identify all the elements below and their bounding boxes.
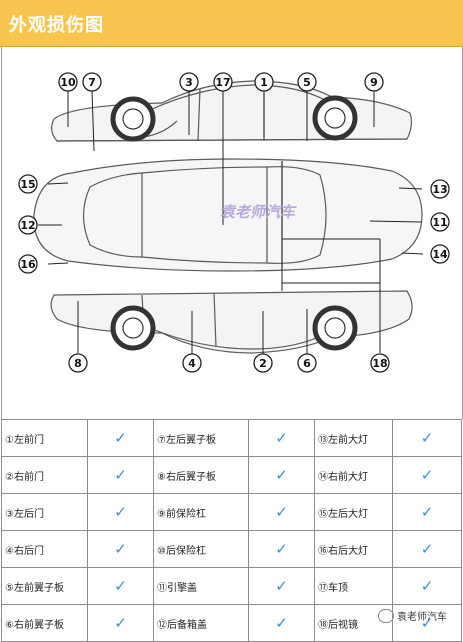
svg-text:13: 13 <box>432 183 447 196</box>
car-damage-diagram: 袁老师汽车 10 7 3 17 1 5 9 15 12 16 13 11 14 … <box>1 47 463 419</box>
checkmark-icon[interactable]: ✓ <box>248 419 315 457</box>
svg-text:7: 7 <box>88 76 96 89</box>
table-row: ③左后门 ✓ ⑨前保险杠 ✓ ⑮左后大灯 ✓ <box>1 493 462 531</box>
svg-text:3: 3 <box>185 76 193 89</box>
page-title: 外观损伤图 <box>9 15 104 36</box>
part-label: ⑥右前翼子板 <box>1 604 88 642</box>
checkmark-icon[interactable]: ✓ <box>87 493 154 531</box>
checkmark-icon[interactable]: ✓ <box>248 456 315 494</box>
callout-3: 3 <box>179 72 199 92</box>
callout-18: 18 <box>370 353 390 373</box>
part-label: ⑨前保险杠 <box>153 493 249 531</box>
damage-checklist-table: ①左前门 ✓ ⑦左后翼子板 ✓ ⑬左前大灯 ✓ ②右前门 ✓ ⑧右后翼子板 ✓ … <box>1 419 462 642</box>
part-label: ⑮左后大灯 <box>314 493 393 531</box>
part-label: ④右后门 <box>1 530 88 568</box>
callout-15: 15 <box>18 174 38 194</box>
checkmark-icon[interactable]: ✓ <box>87 419 154 457</box>
wechat-icon <box>378 609 394 623</box>
part-label: ⑦左后翼子板 <box>153 419 249 457</box>
checkmark-icon[interactable]: ✓ <box>248 530 315 568</box>
callout-14: 14 <box>430 244 450 264</box>
checkmark-icon[interactable]: ✓ <box>248 604 315 642</box>
callout-7: 7 <box>82 72 102 92</box>
checkmark-icon[interactable]: ✓ <box>392 530 462 568</box>
car-left-side-view <box>51 80 413 142</box>
svg-text:14: 14 <box>432 248 448 261</box>
svg-text:1: 1 <box>260 76 268 89</box>
svg-text:6: 6 <box>303 357 311 370</box>
callout-13: 13 <box>430 179 450 199</box>
table-row: ⑥右前翼子板 ✓ ⑫后备箱盖 ✓ ⑱后视镜 ✓ <box>1 604 462 642</box>
leader-lines <box>38 90 424 355</box>
checkmark-icon[interactable]: ✓ <box>392 419 462 457</box>
checkmark-icon[interactable]: ✓ <box>87 567 154 605</box>
svg-text:10: 10 <box>60 76 76 89</box>
svg-text:17: 17 <box>215 76 230 89</box>
callout-4: 4 <box>182 353 202 373</box>
header-bar: 外观损伤图 <box>0 0 463 47</box>
checkmark-icon[interactable]: ✓ <box>248 567 315 605</box>
callout-9: 9 <box>364 72 384 92</box>
part-label: ⑫后备箱盖 <box>153 604 249 642</box>
checkmark-icon[interactable]: ✓ <box>392 493 462 531</box>
checkmark-icon[interactable]: ✓ <box>87 456 154 494</box>
wheels <box>110 95 358 351</box>
callout-1: 1 <box>254 72 274 92</box>
part-label: ⑤左前翼子板 <box>1 567 88 605</box>
part-label: ⑰车顶 <box>314 567 393 605</box>
table-row: ①左前门 ✓ ⑦左后翼子板 ✓ ⑬左前大灯 ✓ <box>1 419 462 457</box>
checkmark-icon[interactable]: ✓ <box>87 604 154 642</box>
part-label: ②右前门 <box>1 456 88 494</box>
svg-text:18: 18 <box>372 357 387 370</box>
part-label: ⑭右前大灯 <box>314 456 393 494</box>
callout-5: 5 <box>297 72 317 92</box>
svg-text:15: 15 <box>20 178 35 191</box>
callout-2: 2 <box>253 353 273 373</box>
svg-text:2: 2 <box>259 357 267 370</box>
part-label: ⑪引擎盖 <box>153 567 249 605</box>
table-row: ④右后门 ✓ ⑩后保险杠 ✓ ⑯右后大灯 ✓ <box>1 530 462 568</box>
car-diagram-svg: 袁老师汽车 10 7 3 17 1 5 9 15 12 16 13 11 14 … <box>18 72 450 373</box>
callout-10: 10 <box>58 72 78 92</box>
checkmark-icon[interactable]: ✓ <box>392 456 462 494</box>
checkmark-icon[interactable]: ✓ <box>87 530 154 568</box>
part-label: ⑧右后翼子板 <box>153 456 249 494</box>
svg-text:11: 11 <box>432 216 447 229</box>
svg-text:5: 5 <box>303 76 311 89</box>
car-right-side-view <box>50 290 413 354</box>
part-label: ①左前门 <box>1 419 88 457</box>
part-label: ③左后门 <box>1 493 88 531</box>
callout-11: 11 <box>430 212 450 232</box>
part-label: ⑯右后大灯 <box>314 530 393 568</box>
checkmark-icon: ✓ <box>392 604 462 642</box>
svg-text:9: 9 <box>370 76 378 89</box>
svg-text:4: 4 <box>188 357 196 370</box>
callout-12: 12 <box>18 215 38 235</box>
table-row: ②右前门 ✓ ⑧右后翼子板 ✓ ⑭右前大灯 ✓ <box>1 456 462 494</box>
callout-17: 17 <box>213 72 233 92</box>
table-row: ⑤左前翼子板 ✓ ⑪引擎盖 ✓ ⑰车顶 ✓ <box>1 567 462 605</box>
part-label: ⑬左前大灯 <box>314 419 393 457</box>
account-watermark: 袁老师汽车 <box>378 608 462 628</box>
callout-8: 8 <box>68 353 88 373</box>
checkmark-icon[interactable]: ✓ <box>248 493 315 531</box>
svg-text:12: 12 <box>20 219 35 232</box>
checkmark-icon[interactable]: ✓ <box>392 567 462 605</box>
part-label: ⑩后保险杠 <box>153 530 249 568</box>
callout-6: 6 <box>297 353 317 373</box>
svg-text:8: 8 <box>74 357 82 370</box>
watermark-text: 袁老师汽车 <box>220 203 297 221</box>
callouts: 10 7 3 17 1 5 9 15 12 16 13 11 14 8 4 2 … <box>18 72 450 373</box>
account-name: 袁老师汽车 <box>397 612 447 623</box>
callout-16: 16 <box>18 254 38 274</box>
svg-text:16: 16 <box>20 258 36 271</box>
